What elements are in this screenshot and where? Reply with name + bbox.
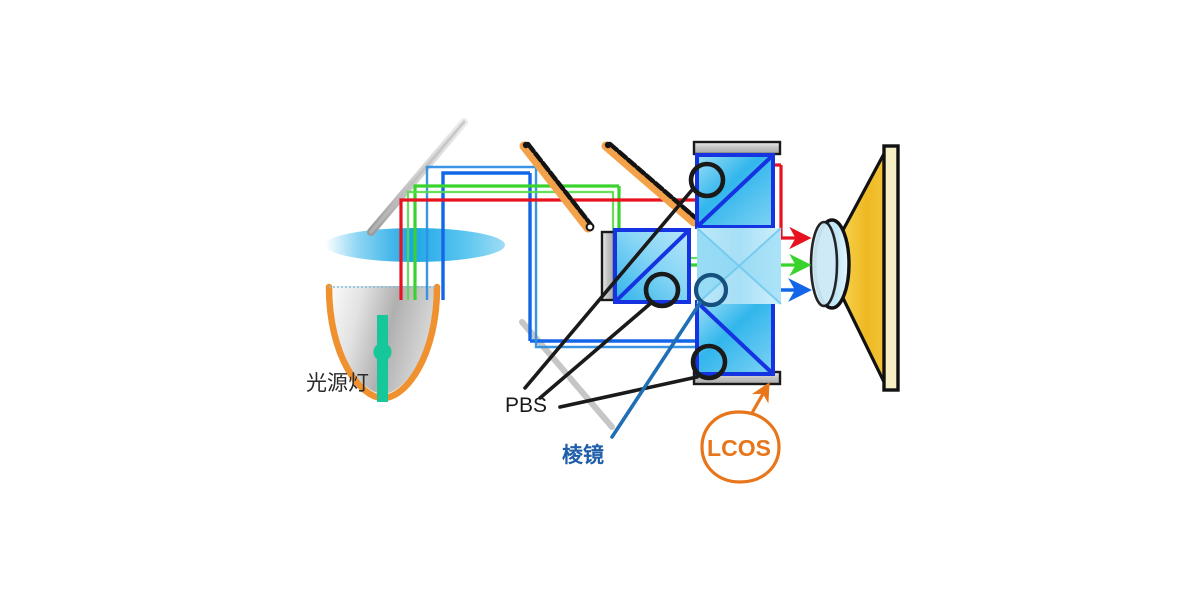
lcos-panel-red	[692, 140, 782, 156]
label-lcos: LCOS	[707, 435, 771, 461]
lamp-bulb	[373, 343, 392, 361]
integrator-mirror	[367, 118, 468, 236]
label-pbs: PBS	[505, 394, 547, 417]
leader-line-prism	[610, 301, 702, 439]
lcos-callout-bubble	[700, 410, 781, 484]
magnifier-ring-green-pbs	[643, 271, 681, 309]
dichroic-mirror-blue	[519, 141, 595, 233]
magnifier-ring-xcube	[693, 272, 729, 308]
leader-lines-pbs	[523, 188, 699, 409]
magnifier-ring-blue-pbs	[690, 343, 728, 381]
screen-frame	[882, 144, 900, 392]
pbs-cube-red	[695, 153, 775, 229]
label-light-source-lamp: 光源灯	[306, 372, 369, 395]
projection-lens	[809, 218, 851, 310]
lamp-electrode-top	[377, 315, 388, 347]
x-cube-combiner	[696, 227, 782, 305]
lamp-electrode-bottom	[377, 358, 388, 402]
pbs-cube-blue	[695, 300, 775, 376]
label-prism: 棱镜	[562, 443, 604, 467]
light-source-lamp-assembly	[325, 228, 505, 402]
magnifier-ring-red-pbs	[688, 161, 726, 199]
dichroic-mirror-green	[601, 141, 701, 227]
